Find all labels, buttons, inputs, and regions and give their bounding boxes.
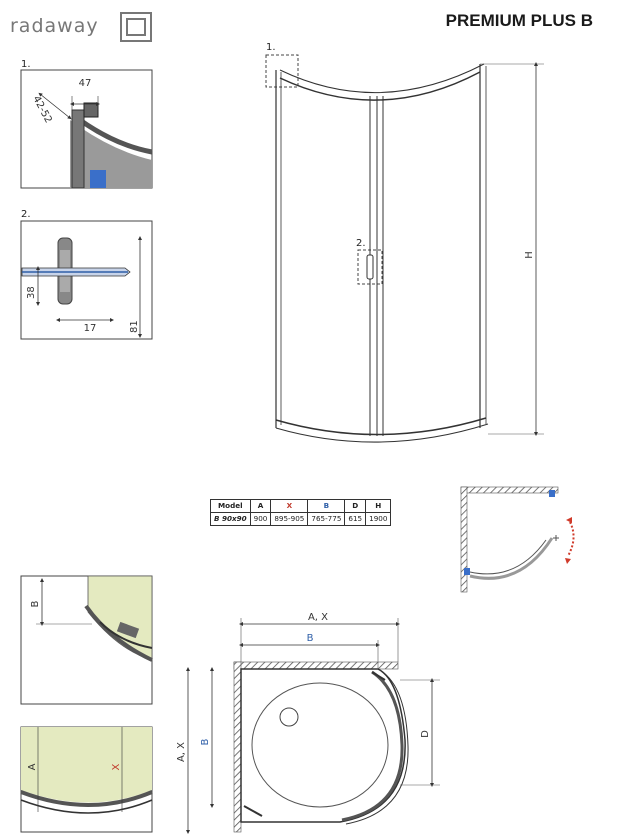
header-b: B [307,499,346,513]
dimension-table: Model A X B D H B 90x90 900 895-905 765-… [210,499,392,526]
product-title: PREMIUM PLUS B [446,11,593,30]
swing-diagram [460,486,575,593]
detail-2-width: 17 [84,323,97,334]
header-a: A [249,499,272,513]
detail-1-width: 47 [79,78,92,89]
side-label-b: B [30,600,41,607]
detail-2-total: 81 [129,320,140,333]
cell-b: 765-775 [307,512,346,526]
side-label-a: A [27,763,38,770]
plan-label-b-top: B [307,633,314,644]
front-marker-2: 2. [356,238,366,249]
brand-name: radaway [10,15,99,37]
detail-1-number: 1. [21,59,31,70]
detail-2: 2. 38 17 81 [20,209,153,340]
plan-view: A, X B A, X B D [176,612,440,834]
side-detail-ax: A X [20,726,153,833]
front-marker-1: 1. [266,42,276,53]
front-height-label: H [524,251,535,259]
cell-d: 615 [344,512,367,526]
detail-1: 1. 47 42-52 [20,59,153,189]
header-model: Model [210,499,251,513]
detail-2-height: 38 [26,286,37,299]
header-h: H [365,499,392,513]
front-view: 1. 2. H [265,42,544,443]
table-header-row: Model A X B D H [210,499,392,513]
plan-label-ax-side: A, X [176,742,187,762]
table-row: B 90x90 900 895-905 765-775 615 1900 [210,512,392,526]
plan-label-d: D [420,730,431,738]
side-label-x: X [111,763,122,770]
plan-label-b-side: B [200,738,211,745]
brand-logo: radaway [10,12,152,42]
cell-a: 900 [249,512,272,526]
cell-x: 895-905 [270,512,309,526]
header-d: D [344,499,367,513]
cell-model: B 90x90 [210,512,251,526]
header-x: X [270,499,309,513]
detail-2-number: 2. [21,209,31,220]
cell-h: 1900 [365,512,392,526]
plan-label-ax: A, X [308,612,328,623]
side-detail-b: B [20,575,153,705]
